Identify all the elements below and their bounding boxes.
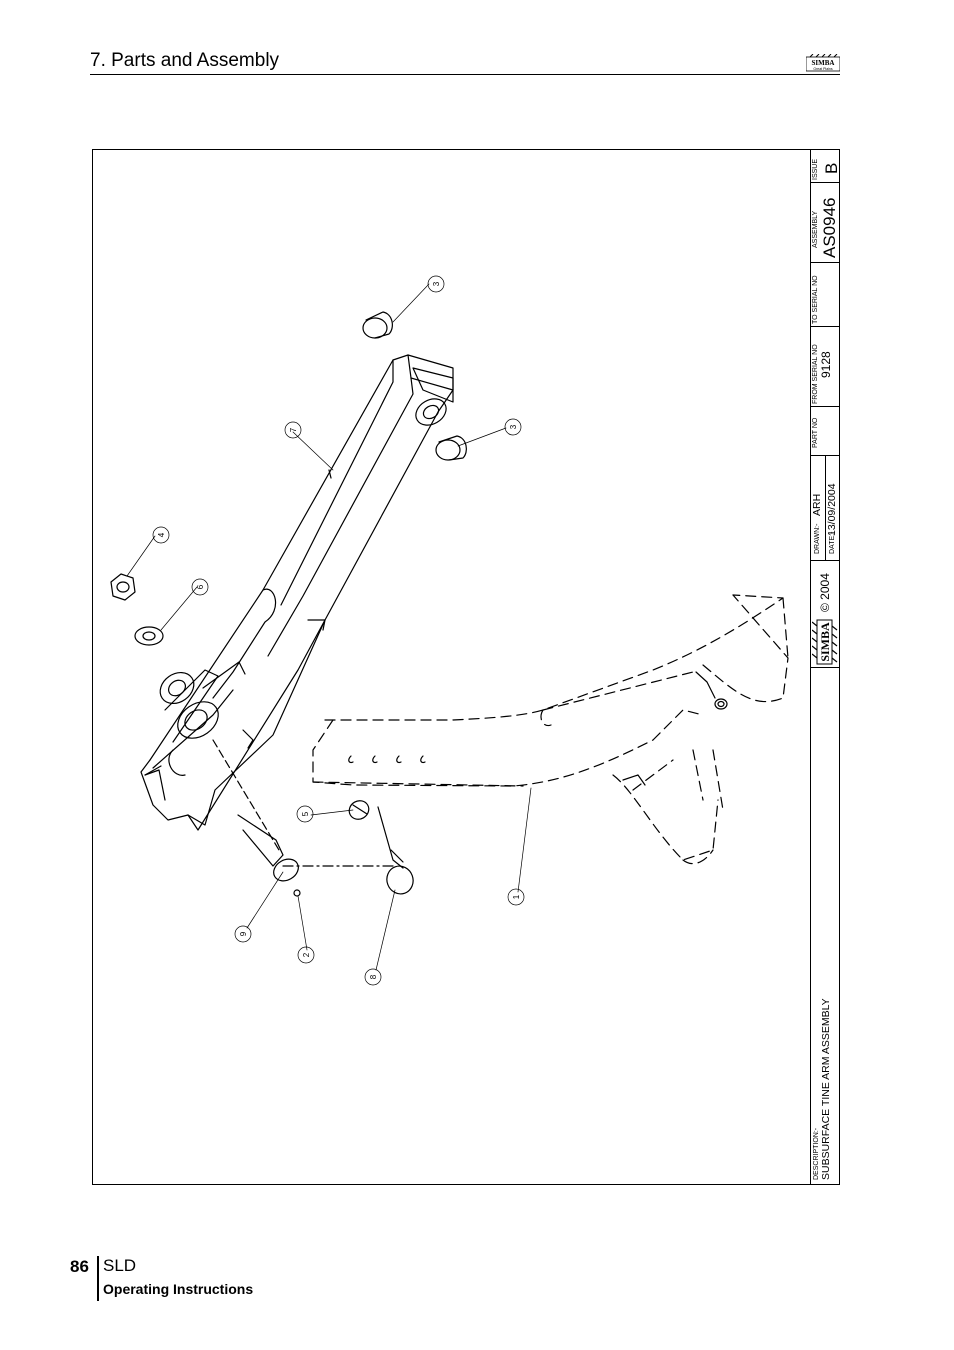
footer-subtitle: Operating Instructions — [103, 1281, 254, 1297]
callout-balloon: 4 — [152, 526, 170, 544]
callout-balloons: 3 3 7 4 6 5 1 9 2 8 — [152, 275, 525, 986]
svg-text:1: 1 — [512, 894, 521, 899]
bush-part — [435, 435, 467, 461]
callout-balloon: 3 — [427, 275, 445, 293]
washer-part — [134, 626, 164, 646]
callout-balloon: 1 — [507, 888, 525, 906]
issue-value: B — [822, 162, 841, 174]
tb-divider — [810, 182, 840, 183]
description-label: DESCRIPTION:- — [813, 1127, 820, 1180]
tb-divider — [810, 326, 840, 327]
simba-brand-text: SIMBA — [818, 622, 832, 662]
footer-divider — [97, 1256, 99, 1301]
tine-part — [312, 594, 789, 865]
svg-text:6: 6 — [196, 584, 205, 589]
tine-clamp-part — [622, 671, 728, 786]
svg-text:2: 2 — [302, 952, 311, 957]
tine-hole-slots — [348, 755, 426, 764]
nut-part — [110, 573, 136, 601]
callout-balloon: 3 — [504, 418, 522, 436]
svg-text:7: 7 — [289, 427, 298, 432]
date-value: 13/09/2004 — [826, 483, 838, 536]
bush-part — [362, 311, 393, 339]
callout-balloon: 9 — [234, 925, 252, 943]
part-no-label: PART NO — [812, 417, 819, 448]
svg-text:3: 3 — [432, 281, 441, 286]
locking-pin-part — [282, 800, 414, 895]
tb-divider — [810, 667, 840, 668]
tb-divider — [810, 262, 840, 263]
description-value: SUBSURFACE TINE ARM ASSEMBLY — [820, 998, 832, 1180]
callout-leaders — [126, 283, 532, 971]
svg-text:5: 5 — [301, 811, 310, 816]
from-serial-label: FROM SERIAL NO — [812, 344, 819, 404]
issue-label: ISSUE — [812, 158, 819, 180]
drawn-value: ARH — [811, 493, 823, 516]
tb-divider — [810, 560, 840, 561]
callout-balloon: 6 — [191, 578, 209, 596]
logo-brand-text: SIMBA — [812, 59, 835, 67]
svg-text:4: 4 — [157, 532, 166, 537]
callout-balloon: 8 — [364, 968, 382, 986]
copyright-text: © 2004 — [818, 573, 832, 612]
drawn-label: DRAWN:- — [814, 523, 821, 554]
tine-arm-part — [140, 354, 454, 831]
simba-brand-icon: SIMBA — [812, 619, 838, 665]
tb-divider — [810, 406, 840, 407]
callout-balloon: 7 — [284, 421, 302, 439]
footer-model: SLD — [103, 1256, 137, 1275]
svg-text:3: 3 — [509, 424, 518, 429]
to-serial-label: TO SERIAL NO — [812, 275, 819, 324]
callout-balloon: 2 — [297, 946, 315, 964]
simba-logo-icon: SIMBA Great Plains — [806, 54, 840, 72]
pivot-pin-part — [212, 739, 301, 897]
assembly-value: AS0946 — [820, 197, 839, 259]
assembly-drawing: 3 3 7 4 6 5 1 9 2 8 — [110, 275, 789, 986]
svg-text:9: 9 — [239, 931, 248, 936]
logo-sub-text: Great Plains — [813, 67, 833, 71]
header-rule — [90, 74, 840, 75]
section-title: 7. Parts and Assembly — [90, 50, 280, 71]
tb-col-divider — [825, 455, 826, 560]
page-number: 86 — [70, 1257, 89, 1276]
svg-text:8: 8 — [369, 974, 378, 979]
from-serial-value: 9128 — [819, 351, 833, 378]
callout-balloon: 5 — [296, 805, 314, 823]
assembly-label: ASSEMBLY — [812, 210, 819, 248]
